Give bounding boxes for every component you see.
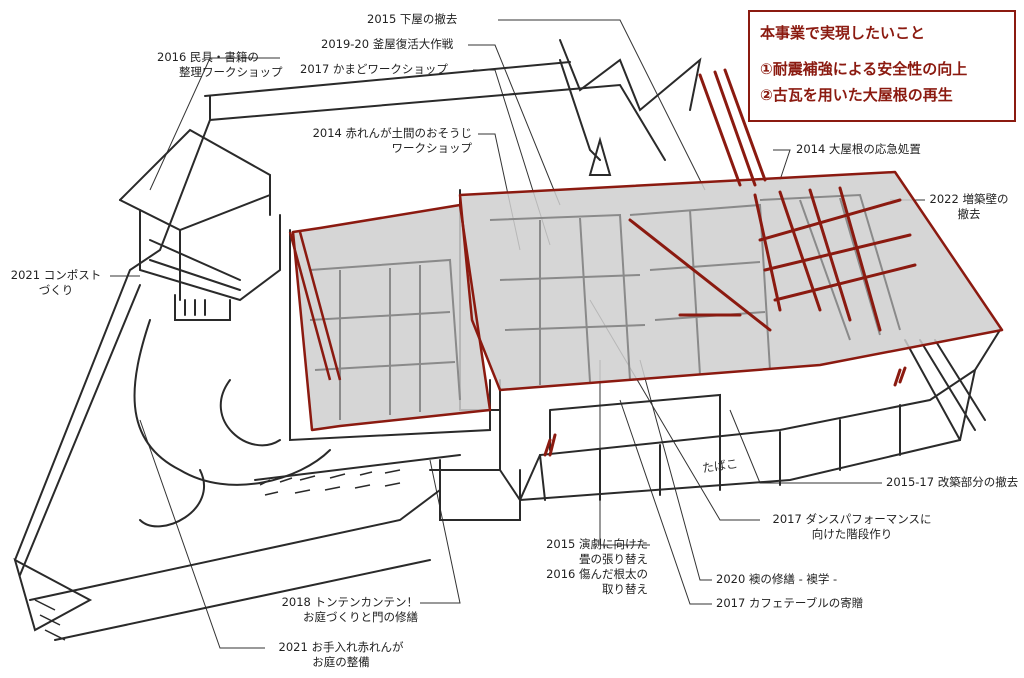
stone-path-texture <box>34 469 401 641</box>
label-shitaya: 2015 下屋の撤去 <box>367 12 458 26</box>
label-engeki: 2015 演劇に向けた畳の張り替え 2016 傷んだ根太の取り替え <box>546 537 648 596</box>
label-tonten: 2018 トンテンカンテン！お庭づくりと門の修繕 <box>281 595 418 624</box>
house-linework <box>289 39 1001 521</box>
goal-item-1: ①耐震補強による安全性の向上 <box>760 60 968 78</box>
label-mingu: 2016 民具・書籍の整理ワークショップ <box>157 50 283 79</box>
project-goals-box: 本事業で実現したいこと ①耐震補強による安全性の向上 ②古瓦を用いた大屋根の再生 <box>748 10 1016 122</box>
label-teire: 2021 お手入れ赤れんがお庭の整備 <box>278 640 404 669</box>
label-compost: 2021 コンポストづくり <box>10 268 102 297</box>
label-kamaya: 2019-20 釜屋復活大作戦 <box>321 37 454 51</box>
repair-area-fills <box>293 172 1002 430</box>
goal-item-2: ②古瓦を用いた大屋根の再生 <box>760 86 953 104</box>
label-zouchiku: 2022 増築壁の撤去 <box>929 192 1009 221</box>
storehouse-sketch <box>119 128 281 321</box>
project-goals-title: 本事業で実現したいこと <box>760 24 926 42</box>
label-kaichiku: 2015-17 改築部分の撤去 <box>886 475 1019 489</box>
label-cafe: 2017 カフェテーブルの寄贈 <box>716 596 864 610</box>
label-oyane: 2014 大屋根の応急処置 <box>796 142 921 156</box>
red-outlines <box>288 170 1004 432</box>
tabako-sign: たばこ <box>701 457 739 476</box>
seismic-braces <box>543 68 917 457</box>
label-kamado: 2017 かまどワークショップ <box>300 62 448 76</box>
interior-structure <box>309 193 901 420</box>
label-dance: 2017 ダンスパフォーマンスに向けた階段作り <box>772 512 932 541</box>
label-fusuma: 2020 襖の修繕 - 襖学 - <box>716 572 838 586</box>
garden-outline <box>13 61 666 641</box>
label-doma: 2014 赤れんが土間のおそうじワークショップ <box>312 126 472 155</box>
